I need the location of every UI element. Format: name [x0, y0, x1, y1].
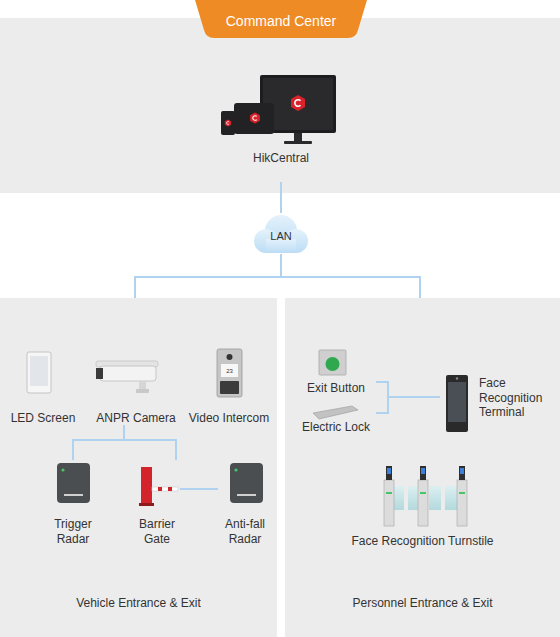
node-label: Anti-fall Radar	[218, 517, 272, 547]
node-label: Barrier Gate	[134, 517, 180, 547]
node-label: Personnel Entrance & Exit	[285, 596, 560, 611]
device-node: ANPR Camera	[92, 355, 180, 425]
node-label: Exit Button	[296, 381, 376, 396]
display-reading: 23	[221, 367, 238, 375]
device-node: Trigger Radar	[45, 460, 101, 546]
node-label: LED Screen	[10, 411, 76, 426]
node-label: Vehicle Entrance & Exit	[0, 596, 277, 611]
device-node: Face Recognition Terminal	[440, 370, 558, 436]
device-node: Face Recognition Turnstile	[340, 460, 505, 548]
node-label: Electric Lock	[296, 420, 376, 435]
device-node: LED Screen	[10, 346, 76, 418]
command-band: HikCentralCommand Center	[0, 18, 560, 193]
node-label: Face Recognition Turnstile	[340, 534, 505, 549]
node-label: LAN	[249, 229, 313, 244]
device-node: Anti-fall Radar	[218, 460, 272, 546]
device-node: Electric Lock	[296, 404, 376, 434]
device-node: Barrier Gate	[134, 460, 180, 546]
network-cloud: LAN	[249, 213, 313, 254]
node-label: HikCentral	[215, 151, 347, 166]
connector-line	[281, 254, 420, 298]
device-node: Video Intercom	[184, 346, 274, 418]
node-label: Command Center	[195, 14, 367, 29]
zone-band: LED ScreenANPR CameraVideo IntercomTrigg…	[0, 298, 277, 637]
platform-node: HikCentral	[215, 68, 347, 182]
node-label: Video Intercom	[184, 411, 274, 426]
connector-line	[135, 254, 281, 298]
zone-band: Exit ButtonElectric LockFace Recognition…	[285, 298, 560, 637]
node-label: ANPR Camera	[92, 411, 180, 426]
device-node: Exit Button	[296, 346, 376, 394]
node-label: Face Recognition Terminal	[479, 376, 555, 420]
node-label: Trigger Radar	[45, 517, 101, 547]
